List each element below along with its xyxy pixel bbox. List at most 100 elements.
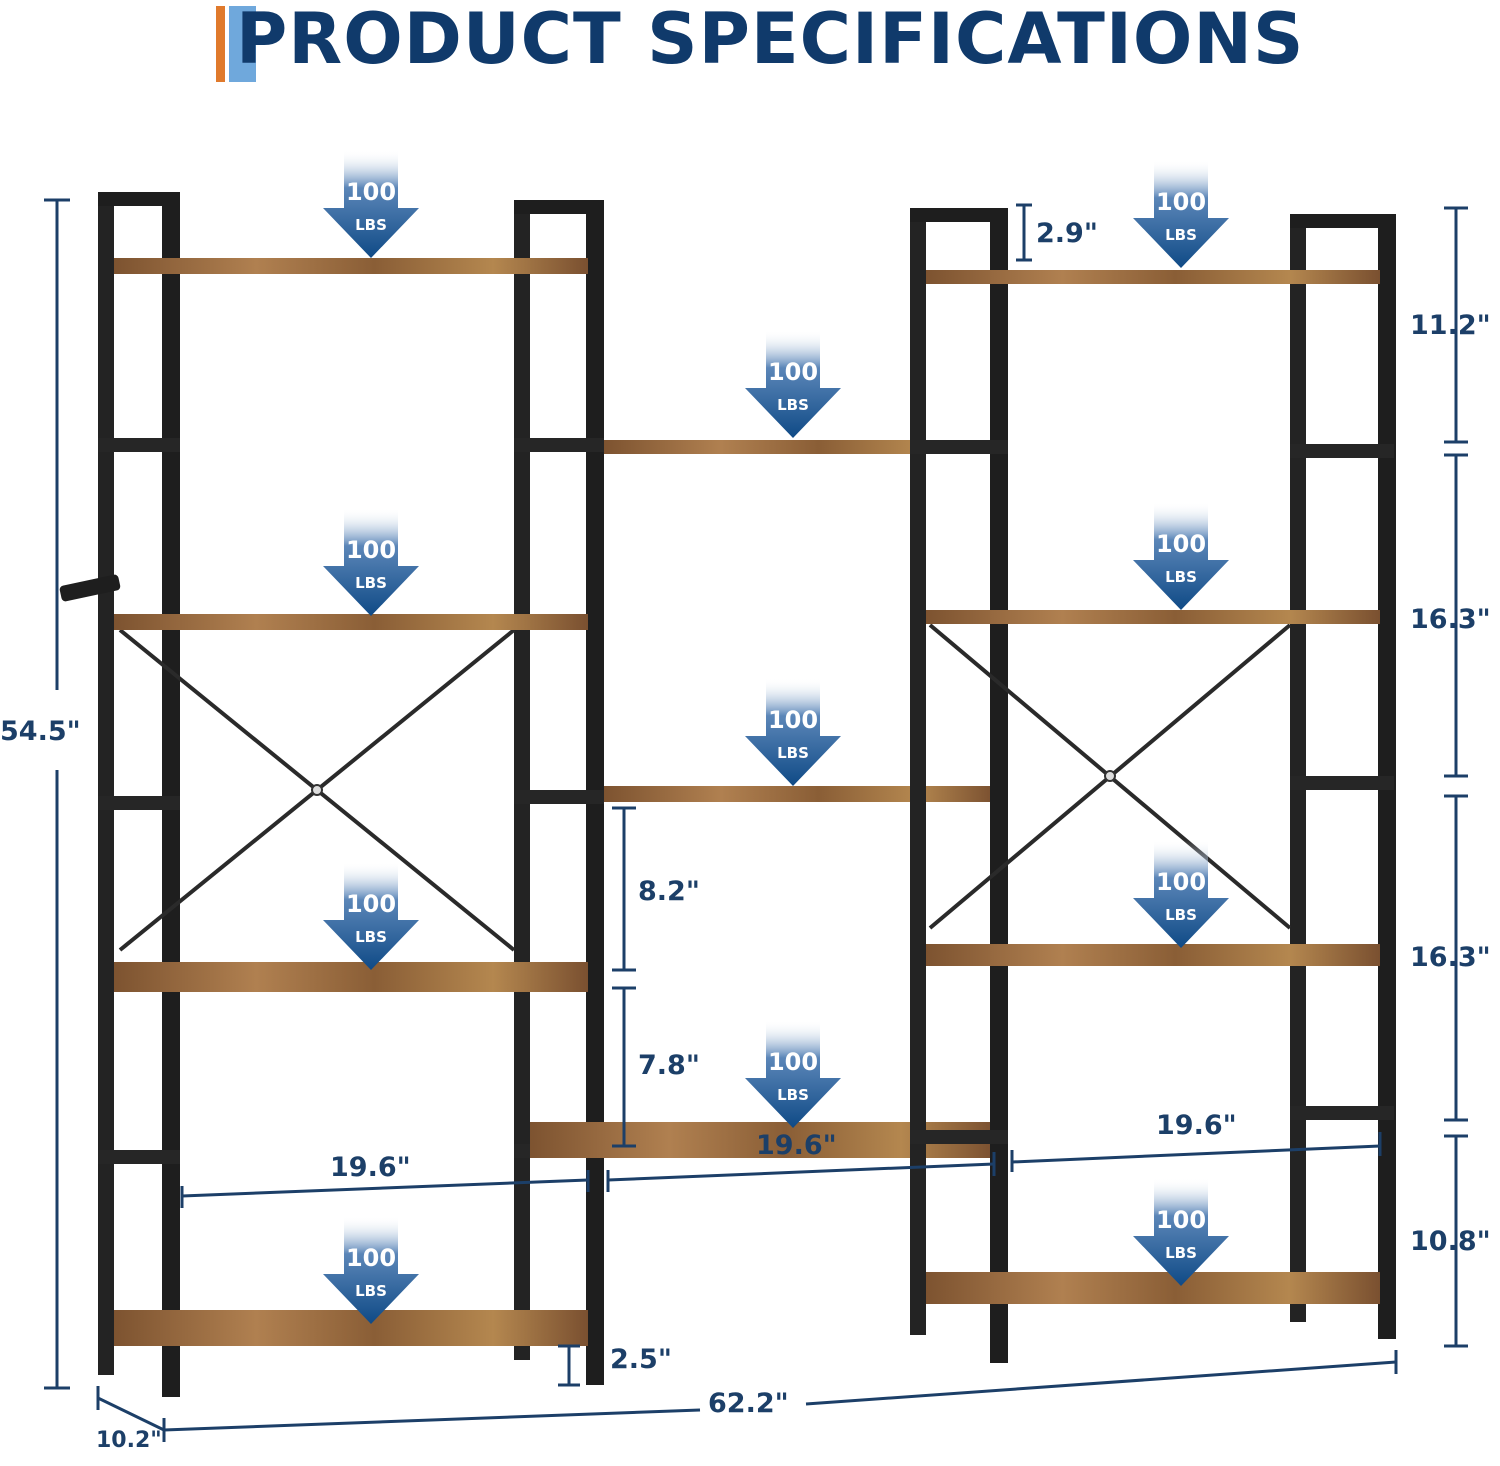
top-gap-label: 2.9" <box>1036 218 1098 249</box>
load-value: 100 <box>768 1048 818 1076</box>
left-bookcase <box>59 192 604 1397</box>
left-back-post-left <box>98 205 114 1375</box>
right-back-post-right <box>1290 222 1306 1322</box>
left-shelf-1 <box>114 258 588 274</box>
left-brace-bolt <box>311 784 323 796</box>
down-arrow-icon <box>323 150 419 258</box>
load-value: 100 <box>768 358 818 386</box>
left-shelf-3 <box>114 962 588 992</box>
title-bar: PRODUCT SPECIFICATIONS <box>0 0 1500 90</box>
load-arrows: 100LBS100LBS100LBS100LBS100LBS100LBS100L… <box>323 150 1229 1324</box>
right-shelf-1 <box>926 270 1380 284</box>
right-top-rail-right <box>1290 214 1394 228</box>
load-unit: LBS <box>1165 906 1197 924</box>
total-width-label: 62.2" <box>708 1388 789 1419</box>
load-unit: LBS <box>1165 226 1197 244</box>
right-side-rung-5 <box>1290 1106 1394 1120</box>
left-top-rail-right <box>514 200 604 214</box>
down-arrow-icon <box>323 1216 419 1324</box>
right-front-post-left <box>990 208 1008 1363</box>
down-arrow-icon <box>1133 840 1229 948</box>
load-value: 100 <box>1156 1206 1206 1234</box>
down-arrow-icon <box>745 678 841 786</box>
load-unit: LBS <box>777 396 809 414</box>
left-side-rung-2 <box>98 796 180 810</box>
total-height-label: 54.5" <box>0 716 81 747</box>
right-brace-bolt <box>1104 770 1116 782</box>
load-unit: LBS <box>355 1282 387 1300</box>
load-unit: LBS <box>777 744 809 762</box>
down-arrow-icon <box>745 1020 841 1128</box>
middle-gap-upper-label: 8.2" <box>638 876 700 907</box>
left-shelf-width-label: 19.6" <box>330 1152 411 1183</box>
right-side-rung-3 <box>1290 444 1394 458</box>
right-shelf-4 <box>926 1272 1380 1304</box>
right-top-rail-left <box>910 208 1008 222</box>
depth-label: 10.2" <box>96 1428 162 1453</box>
right-section-2-label: 16.3" <box>1410 604 1491 635</box>
load-value: 100 <box>1156 188 1206 216</box>
left-shelf-2 <box>114 614 588 630</box>
page-title: PRODUCT SPECIFICATIONS <box>236 0 1305 80</box>
left-side-rung-4 <box>514 438 604 452</box>
left-back-post-right <box>514 210 530 1360</box>
down-arrow-icon <box>745 330 841 438</box>
middle-gap-lower-label: 7.8" <box>638 1050 700 1081</box>
load-value: 100 <box>346 890 396 918</box>
down-arrow-icon <box>323 508 419 616</box>
right-shelf-2 <box>926 610 1380 624</box>
down-arrow-icon <box>1133 1178 1229 1286</box>
left-side-rung-1 <box>98 438 180 452</box>
right-section-3-label: 16.3" <box>1410 942 1491 973</box>
right-side-rung-1 <box>910 440 1008 454</box>
load-value: 100 <box>1156 530 1206 558</box>
right-back-post-left <box>910 215 926 1335</box>
down-arrow-icon <box>1133 160 1229 268</box>
load-value: 100 <box>346 1244 396 1272</box>
middle-shelf-width-label: 19.6" <box>756 1130 837 1161</box>
title-accent-orange <box>216 6 225 82</box>
dimension-lines <box>44 198 1468 1442</box>
right-section-1-label: 11.2" <box>1410 310 1491 341</box>
load-unit: LBS <box>777 1086 809 1104</box>
left-front-post-left <box>162 192 180 1397</box>
load-value: 100 <box>346 536 396 564</box>
left-wall-strap <box>59 574 121 602</box>
left-side-rung-3 <box>98 1150 180 1164</box>
middle-shelf-1 <box>604 440 994 454</box>
right-shelf-3 <box>926 944 1380 966</box>
foot-height-label: 2.5" <box>610 1344 672 1375</box>
title-accent-blue <box>229 6 256 82</box>
right-side-rung-2 <box>910 1130 1008 1144</box>
load-unit: LBS <box>1165 568 1197 586</box>
right-bookcase <box>910 208 1396 1363</box>
left-shelf-4 <box>114 1310 588 1346</box>
load-unit: LBS <box>1165 1244 1197 1262</box>
load-unit: LBS <box>355 928 387 946</box>
down-arrow-icon <box>323 862 419 970</box>
load-value: 100 <box>768 706 818 734</box>
load-unit: LBS <box>355 574 387 592</box>
left-side-rung-5 <box>514 790 604 804</box>
right-side-rung-4 <box>1290 776 1394 790</box>
load-value: 100 <box>346 178 396 206</box>
right-shelf-width-label: 19.6" <box>1156 1110 1237 1141</box>
load-value: 100 <box>1156 868 1206 896</box>
down-arrow-icon <box>1133 502 1229 610</box>
left-top-rail <box>98 192 180 206</box>
load-unit: LBS <box>355 216 387 234</box>
right-section-4-label: 10.8" <box>1410 1226 1491 1257</box>
